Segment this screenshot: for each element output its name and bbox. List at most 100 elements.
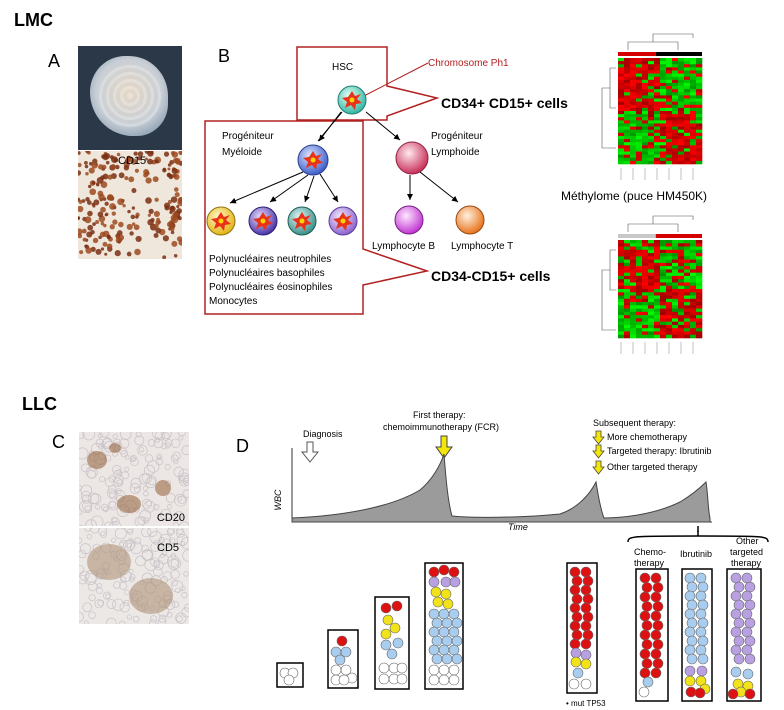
heatmap-cell <box>648 111 655 115</box>
heatmap-cell <box>624 305 631 309</box>
heatmap-cell <box>678 324 685 329</box>
heatmap-cell <box>690 272 697 277</box>
heatmap-cell <box>690 145 697 149</box>
heatmap-cell <box>678 58 685 62</box>
heatmap-cell <box>654 157 661 162</box>
heatmap-cell <box>684 135 691 140</box>
stain-dot <box>117 198 125 206</box>
heatmap-cell <box>618 292 625 296</box>
clone-cell <box>386 648 398 660</box>
heatmap-cell <box>684 308 691 313</box>
heatmap-cell <box>678 142 685 146</box>
heatmap-cell <box>636 67 643 71</box>
heatmap-cell <box>696 95 703 99</box>
heatmap-cell <box>678 123 685 127</box>
methylome-heatmap-bottom <box>592 208 704 358</box>
heatmap-cell <box>624 89 631 93</box>
heatmap-cell <box>690 70 697 74</box>
stain-dot <box>123 165 130 171</box>
heatmap-cell <box>630 305 637 309</box>
heatmap-cell <box>672 302 679 306</box>
clone-cell <box>396 662 408 674</box>
heatmap-cell <box>684 289 691 293</box>
heatmap-cell <box>630 157 637 162</box>
heatmap-cell <box>618 324 625 329</box>
stain-dot <box>115 234 120 239</box>
tissue-cell <box>111 516 118 524</box>
heatmap-cell <box>618 315 625 319</box>
heatmap-cell <box>624 154 631 159</box>
tissue-cell <box>97 583 102 588</box>
stain-dot <box>130 158 137 165</box>
heatmap-cell <box>636 114 643 118</box>
heatmap-cell <box>690 101 697 106</box>
clonal-evolution-figure: Diagnosis First therapy: chemoimmunother… <box>273 410 769 708</box>
heatmap-cell <box>648 61 655 65</box>
heatmap-cell <box>636 318 643 322</box>
heatmap-cell <box>696 111 703 115</box>
heatmap-cell <box>690 92 697 96</box>
heatmap-cell <box>636 132 643 137</box>
heatmap-cell <box>648 302 655 306</box>
heatmap-cell <box>672 246 679 251</box>
heatmap-cell <box>666 311 673 316</box>
heatmap-cell <box>636 285 643 290</box>
heatmap-cell <box>642 145 649 149</box>
heatmap-cell <box>684 315 691 319</box>
heatmap-cell <box>642 324 649 329</box>
heatmap-cell <box>630 243 637 247</box>
clone-cell <box>741 608 753 620</box>
heatmap-cell <box>684 272 691 277</box>
heatmap-cell <box>666 259 673 264</box>
clone-cell <box>441 653 453 665</box>
tissue-cell <box>180 536 189 550</box>
heatmap-cell <box>660 324 667 329</box>
heatmap-cell <box>618 67 625 71</box>
heatmap-cell <box>624 148 631 152</box>
clone-cell <box>744 581 756 593</box>
heatmap-cell <box>690 154 697 159</box>
heatmap-cell <box>648 246 655 251</box>
heatmap-cell <box>630 328 637 332</box>
heatmap-cell <box>684 298 691 303</box>
heatmap-cell <box>672 292 679 296</box>
clone-cell <box>652 582 664 593</box>
stain-spot <box>109 443 121 453</box>
heatmap-cell <box>618 104 625 109</box>
heatmap-cell <box>618 132 625 137</box>
heatmap-cell <box>630 145 637 149</box>
heatmap-cell <box>666 104 673 109</box>
clone-cell <box>638 686 650 698</box>
heatmap-cell <box>690 269 697 273</box>
heatmap-cell <box>636 253 643 257</box>
heatmap-cell <box>696 240 703 244</box>
heatmap-cell <box>678 98 685 102</box>
tissue-cell <box>165 439 173 447</box>
clone-cell <box>580 678 592 690</box>
heatmap-cell <box>684 331 691 336</box>
heatmap-cell <box>648 249 655 254</box>
heatmap-cell <box>624 98 631 102</box>
tissue-cell <box>145 477 157 489</box>
heatmap-cell <box>636 279 643 283</box>
heatmap-cell <box>630 256 637 260</box>
heatmap-cell <box>624 151 631 155</box>
heatmap-cell <box>648 135 655 140</box>
tissue-cell <box>100 503 109 512</box>
stain-dot <box>176 204 180 209</box>
tissue-cell <box>181 592 188 599</box>
heatmap-cell <box>618 157 625 162</box>
heatmap-cell <box>654 114 661 118</box>
heatmap-cell <box>672 285 679 290</box>
tissue-cell <box>82 432 96 441</box>
clone-cell <box>697 653 709 665</box>
heatmap-cell <box>654 139 661 143</box>
heatmap-cell <box>678 292 685 296</box>
clone-cell <box>572 667 584 679</box>
heatmap-cell <box>666 135 673 140</box>
heatmap-cell <box>618 58 625 62</box>
heatmap-cell <box>690 135 697 140</box>
stain-spot <box>117 495 141 513</box>
heatmap-cell <box>648 79 655 84</box>
stain-dot <box>100 221 105 226</box>
